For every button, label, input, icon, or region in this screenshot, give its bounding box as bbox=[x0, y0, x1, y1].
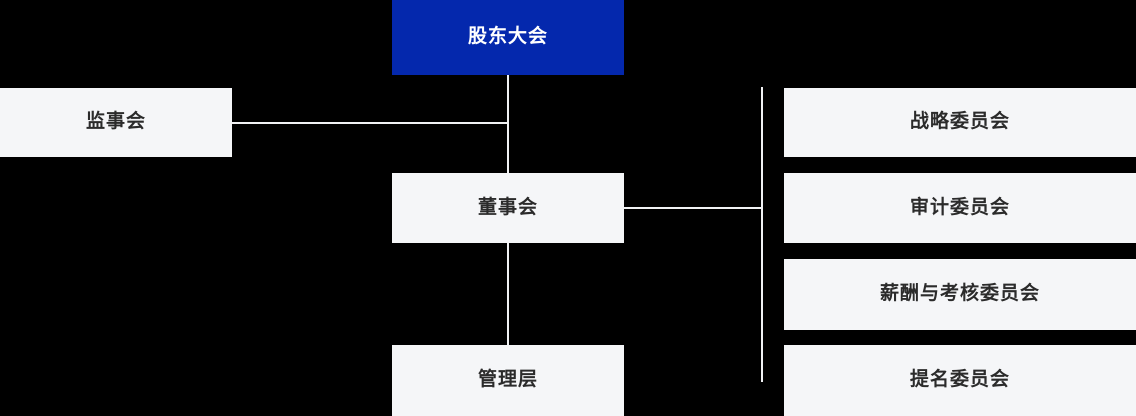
node-board-of-directors[interactable]: 董事会 bbox=[392, 173, 624, 243]
connector-board-to-committees bbox=[624, 207, 763, 209]
node-remuneration-committee-label: 薪酬与考核委员会 bbox=[879, 283, 1040, 305]
node-shareholders-meeting[interactable]: 股东大会 bbox=[392, 0, 624, 75]
node-strategy-committee-label: 战略委员会 bbox=[909, 111, 1010, 133]
node-strategy-committee[interactable]: 战略委员会 bbox=[784, 88, 1136, 157]
node-management[interactable]: 管理层 bbox=[392, 345, 624, 416]
node-nomination-committee-label: 提名委员会 bbox=[909, 369, 1010, 391]
node-remuneration-committee[interactable]: 薪酬与考核委员会 bbox=[784, 259, 1136, 330]
node-board-of-directors-label: 董事会 bbox=[477, 196, 538, 218]
connector-supervisors-to-spine bbox=[232, 122, 508, 124]
node-board-of-supervisors[interactable]: 监事会 bbox=[0, 88, 232, 157]
node-nomination-committee[interactable]: 提名委员会 bbox=[784, 345, 1136, 416]
node-shareholders-meeting-label: 股东大会 bbox=[467, 26, 548, 48]
node-board-of-supervisors-label: 监事会 bbox=[85, 111, 146, 133]
node-audit-committee-label: 审计委员会 bbox=[909, 196, 1010, 218]
connector-shareholders-to-board bbox=[507, 75, 509, 174]
connector-committee-trunk bbox=[761, 87, 763, 382]
node-management-label: 管理层 bbox=[477, 369, 538, 391]
node-audit-committee[interactable]: 审计委员会 bbox=[784, 173, 1136, 243]
connector-board-to-management bbox=[507, 243, 509, 346]
